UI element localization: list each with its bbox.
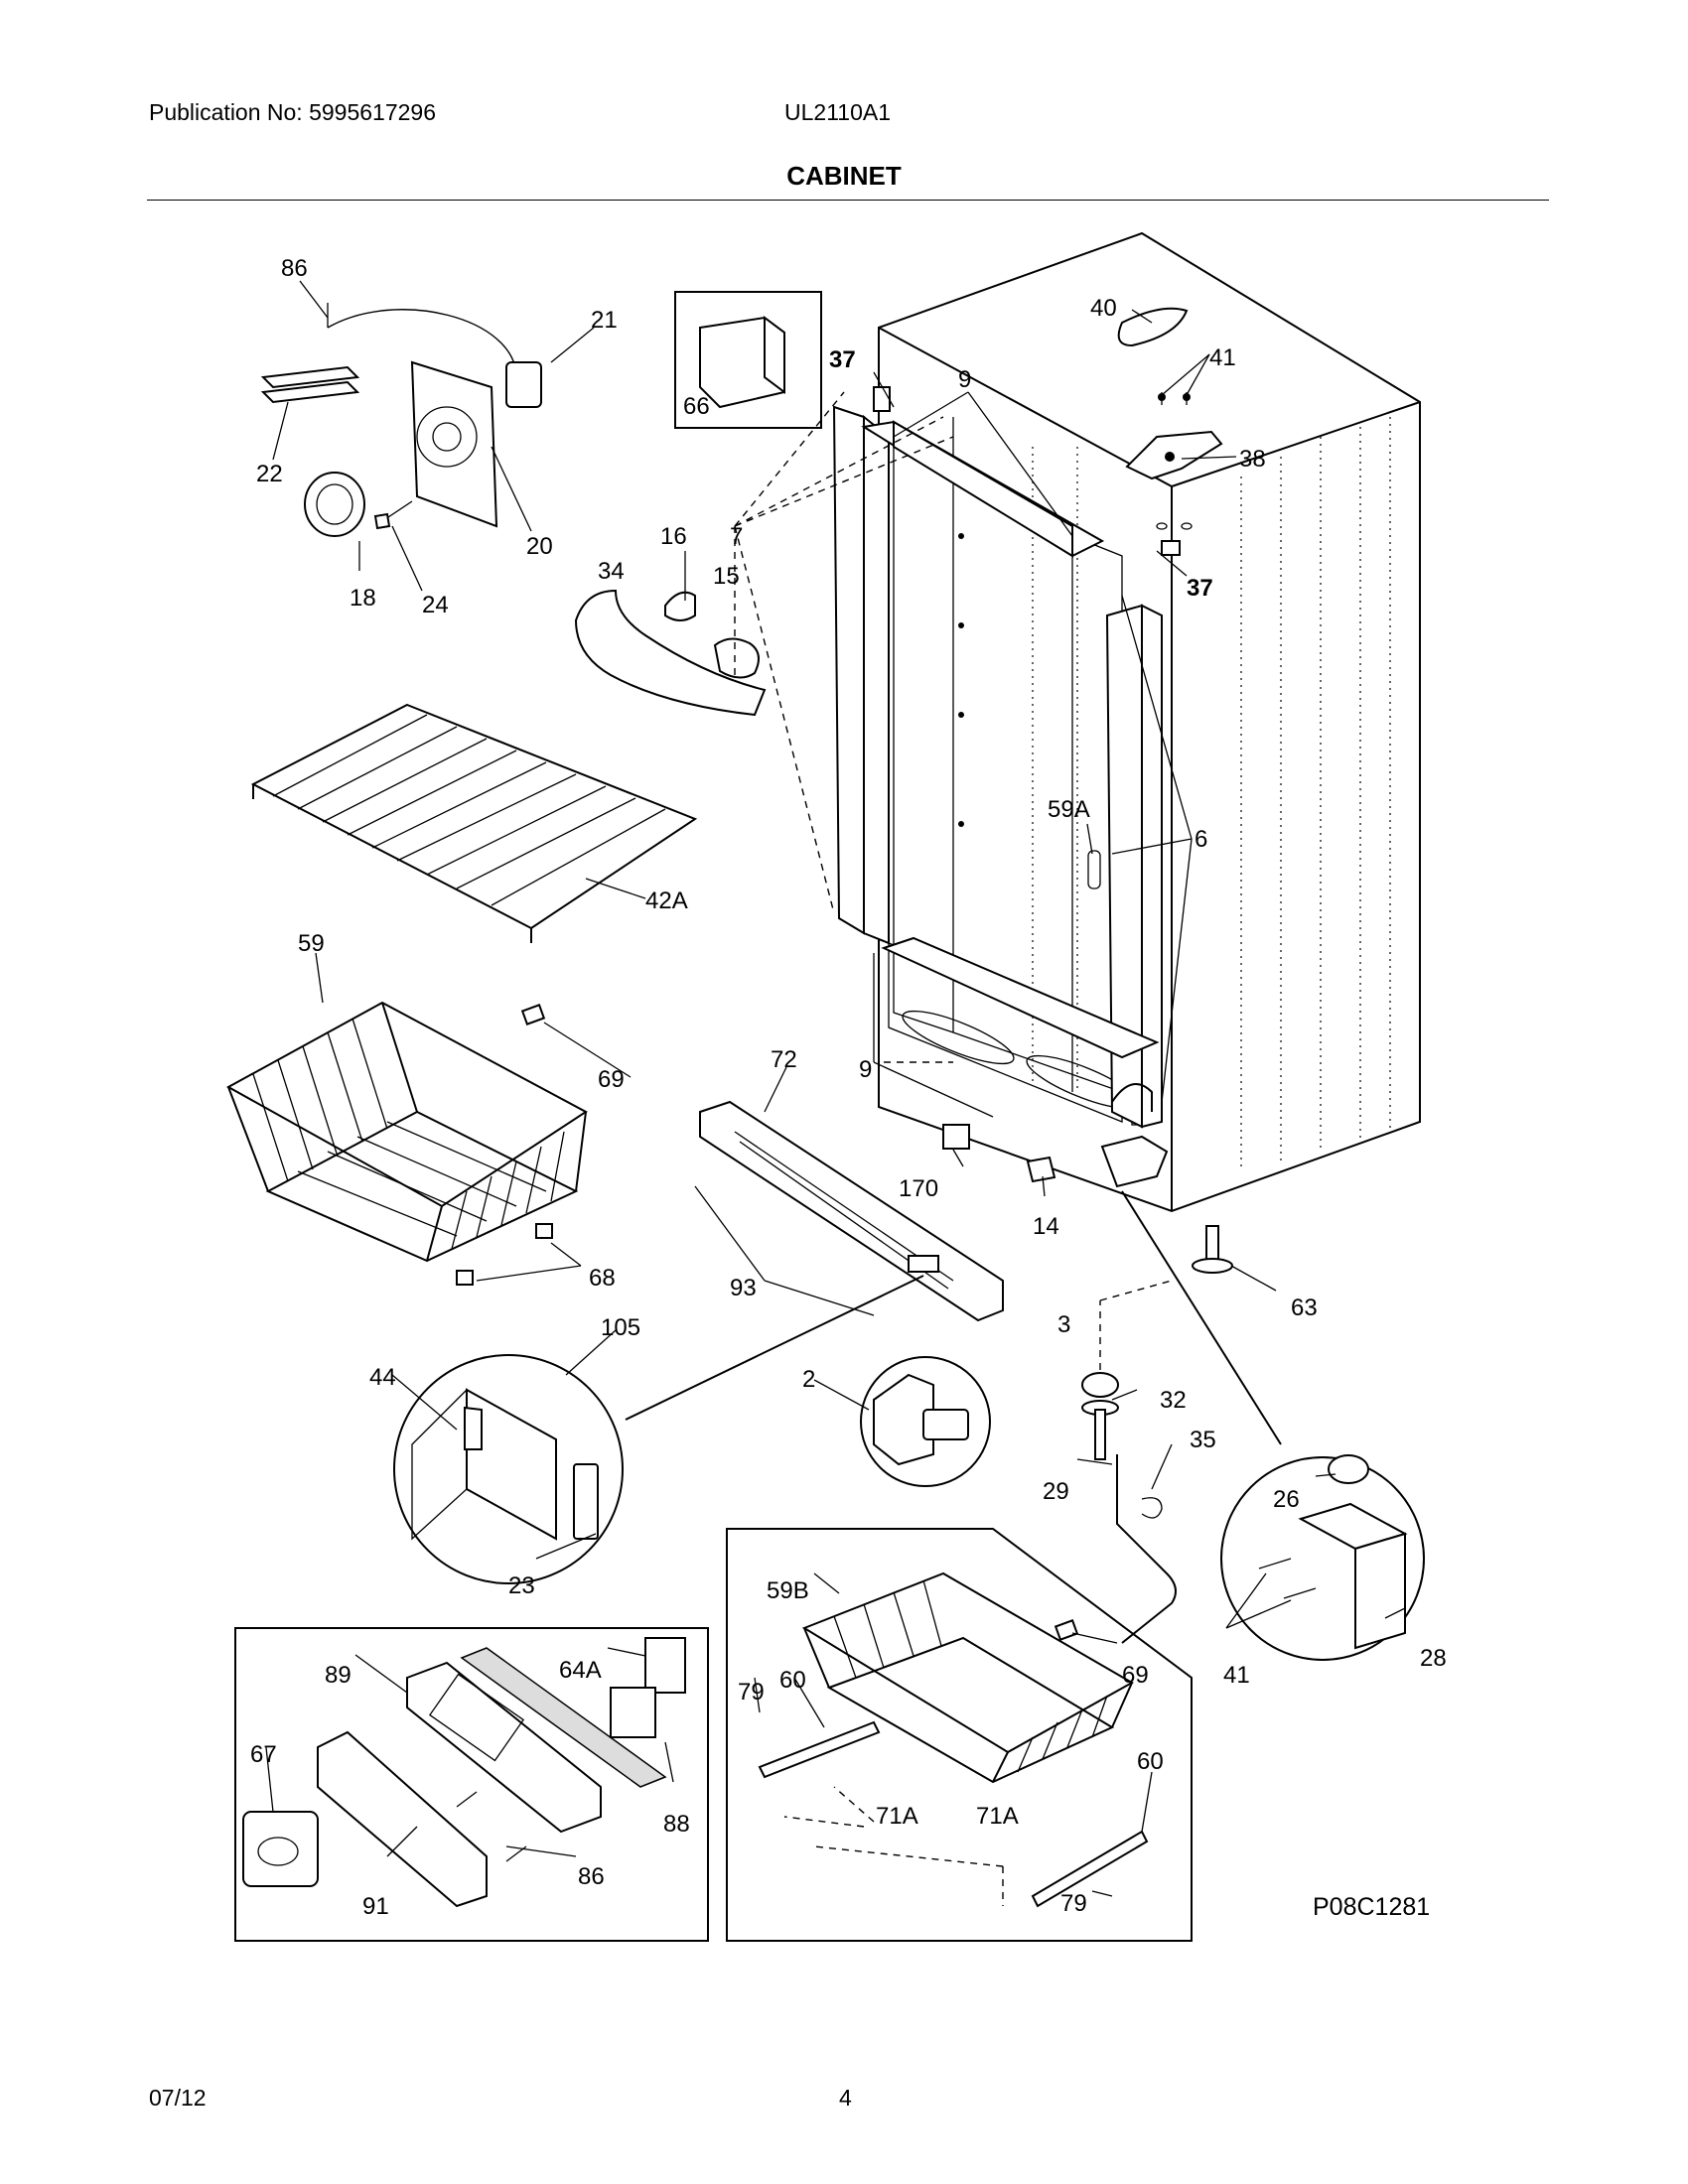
callout-66: 66 (683, 393, 710, 420)
model-number: UL2110A1 (784, 99, 891, 125)
callout-24: 24 (422, 592, 449, 618)
relay-inset-box (674, 291, 822, 429)
callout-18: 18 (350, 585, 376, 612)
drawing-code: P08C1281 (1313, 1893, 1431, 1921)
light-shield-assembly (574, 589, 767, 717)
callout-40: 40 (1090, 295, 1117, 322)
callout-42A: 42A (645, 887, 688, 914)
top-hinge-assembly (1117, 307, 1223, 530)
callout-28: 28 (1420, 1645, 1447, 1672)
bottom-hinge-bracket (1100, 1135, 1169, 1188)
callout-68: 68 (589, 1265, 616, 1292)
callout-37b: 37 (1187, 575, 1213, 602)
callout-86a: 86 (281, 255, 308, 282)
callout-15: 15 (713, 563, 740, 590)
drain-and-leveler (1081, 1225, 1233, 1644)
kickplate-grille (699, 1100, 1004, 1322)
part-14 (1026, 1156, 1056, 1183)
callout-86b: 86 (578, 1863, 605, 1890)
control-panel-inset (234, 1627, 709, 1942)
callout-22: 22 (256, 461, 283, 487)
switch-detail-circle (393, 1354, 624, 1584)
callout-37a: 37 (829, 346, 856, 373)
callout-60b: 60 (1137, 1748, 1164, 1775)
callout-21: 21 (591, 307, 618, 334)
lower-hinge-circle (1220, 1454, 1425, 1661)
publication-number: Publication No: 5995617296 (149, 99, 437, 125)
callout-64A: 64A (559, 1657, 602, 1684)
breaker-strips (832, 386, 1181, 1129)
cabinet-body (878, 231, 1421, 1213)
wire-shelf (250, 703, 698, 943)
callout-32: 32 (1160, 1387, 1187, 1414)
header-rule (147, 200, 1549, 201)
callout-59: 59 (298, 930, 325, 957)
callout-26: 26 (1273, 1486, 1300, 1513)
callout-20: 20 (526, 533, 553, 560)
part-170 (942, 1124, 970, 1150)
callout-88: 88 (663, 1811, 690, 1838)
callout-60a: 60 (779, 1667, 806, 1694)
callout-41b: 41 (1223, 1662, 1250, 1689)
callout-23: 23 (508, 1572, 535, 1599)
callout-67: 67 (250, 1741, 277, 1768)
callout-91: 91 (362, 1893, 389, 1920)
callout-59B: 59B (767, 1577, 809, 1604)
callout-41a: 41 (1209, 344, 1236, 371)
callout-7: 7 (730, 523, 743, 550)
callout-69a: 69 (598, 1066, 625, 1093)
page-title: CABINET (786, 161, 902, 191)
footer-date: 07/12 (149, 2085, 207, 2111)
callout-35: 35 (1190, 1427, 1216, 1453)
callout-71Ab: 71A (976, 1803, 1019, 1830)
callout-34: 34 (598, 558, 625, 585)
leader-lines (265, 280, 1406, 1906)
callout-9a: 9 (958, 366, 971, 393)
callout-93: 93 (730, 1275, 757, 1301)
callout-29: 29 (1043, 1478, 1069, 1505)
basket-inset (726, 1528, 1193, 1942)
callout-170: 170 (899, 1175, 938, 1202)
callout-63: 63 (1291, 1295, 1318, 1321)
callout-79a: 79 (738, 1679, 765, 1706)
callout-89: 89 (325, 1662, 352, 1689)
freezer-basket (225, 1001, 588, 1286)
callout-38: 38 (1239, 446, 1266, 473)
callout-71Aa: 71A (876, 1803, 918, 1830)
page-number: 4 (839, 2085, 852, 2111)
callout-labels: 86 21 22 20 18 24 66 37 9 40 41 38 37 16… (250, 255, 1447, 1920)
callout-16: 16 (660, 523, 687, 550)
callout-44: 44 (369, 1364, 396, 1391)
callout-72: 72 (771, 1046, 797, 1073)
callout-6: 6 (1195, 826, 1207, 853)
callout-9b: 9 (859, 1056, 872, 1083)
callout-14: 14 (1033, 1213, 1059, 1240)
thermostat-assembly (260, 303, 542, 537)
callout-3: 3 (1057, 1311, 1070, 1338)
callout-59A: 59A (1048, 796, 1090, 823)
callout-79b: 79 (1060, 1890, 1087, 1917)
drain-fitting-circle (860, 1356, 991, 1487)
callout-105: 105 (601, 1314, 640, 1341)
callout-69b: 69 (1122, 1662, 1149, 1689)
callout-2: 2 (802, 1366, 815, 1393)
